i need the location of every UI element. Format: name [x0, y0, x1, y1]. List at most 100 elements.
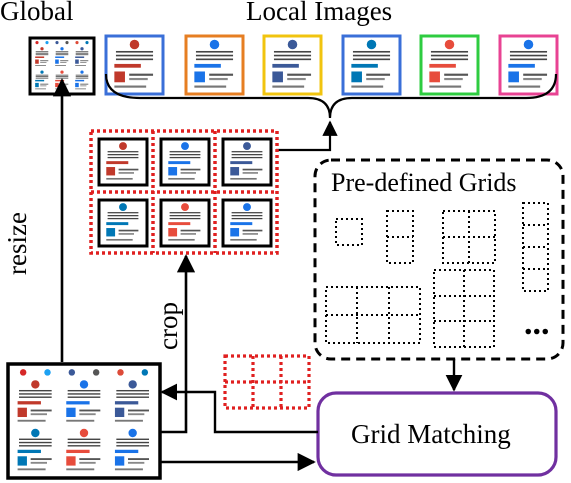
crop-thumbnail — [159, 137, 211, 187]
social-icon — [55, 41, 59, 45]
local-image-border — [341, 34, 402, 96]
social-icon — [85, 41, 89, 45]
social-icon — [119, 203, 127, 211]
infographic-panel — [109, 378, 156, 426]
crop-thumbnail — [221, 137, 273, 187]
crop-thumbnails — [97, 137, 273, 248]
crop-thumbnail — [159, 198, 211, 248]
social-icon — [141, 369, 149, 376]
original-infographic — [11, 367, 157, 475]
social-icon — [60, 47, 64, 51]
global-label: Global — [0, 0, 74, 26]
infographic-panel — [109, 427, 156, 474]
matched-grid — [223, 354, 311, 410]
infographic-panel — [12, 427, 59, 474]
infographic-panel — [12, 378, 59, 426]
local-image-thumbnail — [498, 34, 559, 96]
social-icon — [128, 428, 137, 438]
predefined-grids-label: Pre-defined Grids — [331, 168, 517, 197]
grid-2x1 — [386, 210, 414, 264]
crop-content — [163, 202, 207, 244]
crops-to-local-arrow — [276, 120, 338, 152]
infographic-panel — [60, 378, 108, 426]
social-icon — [40, 47, 44, 51]
social-icon — [45, 41, 49, 45]
local-image-border — [419, 34, 480, 96]
social-icon — [44, 369, 51, 376]
social-icon — [243, 203, 251, 211]
local-image-content — [108, 38, 161, 92]
infographic-panel — [33, 46, 51, 68]
ellipsis-label: ... — [524, 305, 550, 342]
predefined-grid-shapes — [325, 202, 549, 348]
crop-content — [225, 202, 269, 244]
crop-arrow — [160, 254, 196, 434]
local-image-thumbnail — [104, 34, 165, 96]
original-frame — [6, 362, 162, 480]
local-image-border — [104, 34, 165, 96]
local-image-content — [188, 38, 241, 92]
social-icon — [60, 70, 64, 74]
grid-1x1 — [335, 218, 363, 246]
local-image-thumbnail — [419, 34, 480, 96]
local-image-thumbnail — [184, 34, 245, 96]
crop-thumbnail — [221, 198, 273, 248]
social-icon — [79, 428, 89, 438]
predefined-grids-box — [313, 158, 565, 361]
social-icon — [80, 47, 84, 51]
social-icon — [68, 369, 76, 376]
crop-content — [225, 141, 269, 183]
local-images-row — [104, 34, 559, 96]
social-icon — [79, 380, 89, 389]
local-image-border — [184, 34, 245, 96]
crop-thumbnail — [97, 198, 149, 248]
local-image-border — [498, 34, 559, 96]
social-icon — [128, 380, 137, 389]
crop-frame — [159, 198, 211, 248]
grid-matching-label: Grid Matching — [351, 419, 511, 449]
social-icon — [35, 41, 39, 45]
social-icon — [40, 70, 44, 74]
local-images-brace — [104, 73, 558, 119]
social-icon — [366, 39, 377, 50]
infographic-panel — [73, 69, 91, 91]
local-image-content — [502, 38, 555, 92]
grid-matching-box — [316, 391, 558, 477]
crop-frame — [97, 137, 149, 187]
infographic-panel — [60, 427, 108, 474]
crop-frame — [159, 137, 211, 187]
matching-to-grid-arrow — [160, 383, 318, 434]
social-icon — [181, 203, 189, 211]
social-icon — [117, 369, 124, 376]
infographic-panel — [53, 46, 71, 68]
crop-thumbnail — [97, 137, 149, 187]
local-image-thumbnail — [341, 34, 402, 96]
social-icon — [31, 428, 40, 438]
local-image-thumbnail — [262, 34, 323, 96]
social-icon — [181, 142, 189, 150]
local-image-content — [423, 38, 476, 92]
social-icon — [92, 369, 100, 376]
social-icon — [209, 39, 220, 50]
crop-content — [101, 141, 145, 183]
social-icon — [75, 41, 79, 45]
infographic-panel — [33, 69, 51, 91]
crop-frame — [97, 198, 149, 248]
crop-content — [101, 202, 145, 244]
local-images-label: Local Images — [246, 0, 393, 26]
crop-content — [163, 141, 207, 183]
social-icon — [80, 70, 84, 74]
crop-frame — [221, 137, 273, 187]
social-icon — [523, 39, 534, 50]
local-image-border — [262, 34, 323, 96]
local-image-content — [345, 38, 398, 92]
crop-frame — [221, 198, 273, 248]
social-icon — [19, 369, 27, 376]
local-image-content — [266, 38, 319, 92]
social-icon — [243, 142, 251, 150]
social-icon — [444, 39, 455, 50]
social-icon — [287, 39, 298, 50]
social-icon — [119, 142, 127, 150]
original-image-thumbnail — [6, 362, 162, 480]
